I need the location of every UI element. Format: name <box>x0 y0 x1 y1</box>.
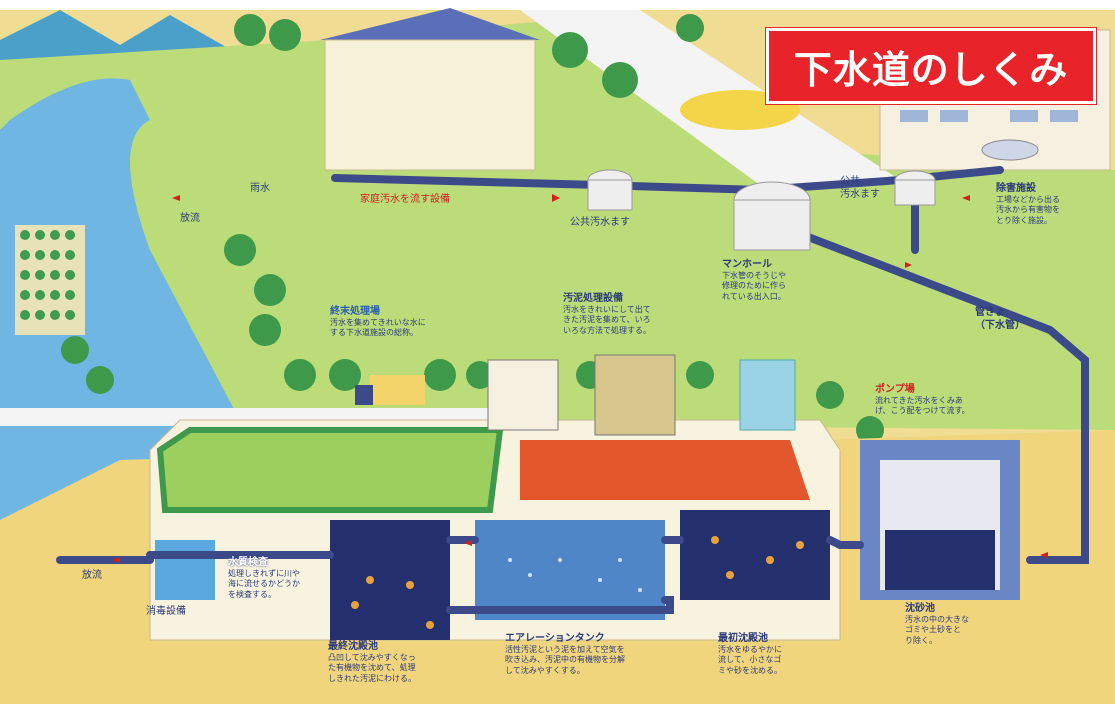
label-kankyo-2: （下水管） <box>975 320 1025 331</box>
page-title: 下水道のしくみ <box>793 47 1069 92</box>
label-saisho: 最初沈殿池 <box>718 633 768 644</box>
label-kokyo-masu-2: 公共 汚水ます <box>840 176 880 200</box>
saishu-desc-1: 凸凹して沈みやすくなっ <box>328 653 416 662</box>
trees <box>61 14 884 444</box>
pump-block: ポンプ場 流れてきた汚水をくみあ げ、こう配をつけて流す。 <box>875 383 970 417</box>
house <box>324 39 536 171</box>
aeration-block: エアレーションタンク 活性汚泥という泥を加えて空気を 吹き込み、汚泥中の有機物を… <box>505 632 625 676</box>
chinsa-block: 沈砂池 汚水の中の大きな ゴミや土砂をと り除く。 <box>905 602 969 646</box>
odei-desc-1: 汚水をきれいにして出て <box>563 305 651 314</box>
label-ame: 雨水 <box>250 183 270 194</box>
pump-desc-1: 流れてきた汚水をくみあ <box>875 396 963 405</box>
label-chinsa: 沈砂池 <box>905 603 935 614</box>
plant-building2 <box>594 354 676 436</box>
suishitsu-desc-1: 処理しきれずに川や <box>228 569 300 578</box>
saishu-desc-3: しきれた汚泥にわける。 <box>328 673 416 683</box>
saisho-desc-2: 流して、小さなゴ <box>718 655 782 665</box>
jogai-desc-3: とり除く施設。 <box>996 215 1052 225</box>
label-houryu-bottom: 放流 <box>82 570 102 581</box>
pump-desc-2: げ、こう配をつけて流す。 <box>875 406 970 416</box>
suishitsu-desc-3: を検査する。 <box>228 589 276 599</box>
suishitsu-desc-2: 海に流せるかどうか <box>228 579 300 589</box>
saisho-block: 最初沈殿池 汚水をゆるやかに 流して、小さなゴ ミや砂を沈める。 <box>718 632 782 676</box>
hedge-garden <box>156 427 504 513</box>
final-tank <box>330 520 450 640</box>
label-aeration: エアレーションタンク <box>505 633 605 644</box>
label-katei: 家庭汚水を流す設備 <box>360 194 450 205</box>
manhole-desc-2: 修理のために作ら <box>722 281 786 291</box>
aeration-desc-1: 活性汚泥という泥を加えて空気を <box>505 645 625 654</box>
saishu-desc-2: た有機物を沈めて、処理 <box>328 663 416 673</box>
jogai-desc-1: 工場などから出る <box>996 195 1060 204</box>
aeration-desc-3: して沈みやすくする。 <box>505 665 585 675</box>
shumatsu-block: 終末処理場 汚水を集めてきれいな水に する下水道施設の総称。 <box>330 305 426 339</box>
aeration-bubbles <box>508 558 642 592</box>
manhole-desc-3: れている出入口。 <box>722 291 786 301</box>
label-odei: 汚泥処理設備 <box>563 293 623 304</box>
sewer-pipes <box>56 166 1089 614</box>
jogai-block: 除害施設 工場などから出る 汚水から有害物を とり除く施設。 <box>996 182 1060 226</box>
label-shumatsu: 終末処理場 <box>330 306 380 317</box>
house-roof <box>320 8 540 40</box>
aeration-tank <box>475 520 665 620</box>
kankyo-block: 管きょ （下水管） <box>975 306 1025 332</box>
chinsa-desc-1: 汚水の中の大きな <box>905 615 969 624</box>
chinsa-desc-2: ゴミや土砂をと <box>905 625 961 635</box>
shumatsu-desc-1: 汚水を集めてきれいな水に <box>330 318 426 327</box>
odei-desc-3: いろな方法で処理する。 <box>563 325 651 335</box>
saisho-desc-3: ミや砂を沈める。 <box>718 665 782 675</box>
chinsa-desc-3: り除く。 <box>905 635 937 645</box>
tennis-court <box>520 440 810 500</box>
label-manhole: マンホール <box>722 259 772 270</box>
label-saishu: 最終沈殿池 <box>328 641 378 652</box>
suishitsu-block: 水質検査 処理しきれずに川や 海に流せるかどうか を検査する。 <box>228 556 300 600</box>
flow-arrows <box>112 194 1048 563</box>
label-shodoku: 消毒設備 <box>146 606 186 617</box>
label-kankyo: 管きょ <box>975 307 1005 318</box>
sludge <box>351 536 804 629</box>
label-pump: ポンプ場 <box>875 384 915 395</box>
truck <box>370 375 425 405</box>
odei-block: 汚泥処理設備 汚水をきれいにして出て きた汚泥を集めて、いろ いろな方法で処理す… <box>563 292 651 336</box>
label-houryu-top: 放流 <box>180 213 200 224</box>
plant-tank-tower <box>739 359 796 431</box>
manhole-desc-1: 下水管のそうじや <box>722 271 786 280</box>
label-jogai: 除害施設 <box>996 183 1036 194</box>
odei-desc-2: きた汚泥を集めて、いろ <box>563 315 651 325</box>
vegetable-field <box>15 225 85 335</box>
shumatsu-desc-2: する下水道施設の総称。 <box>330 328 418 338</box>
saisho-desc-1: 汚水をゆるやかに <box>718 645 782 654</box>
first-tank <box>680 510 830 600</box>
disinfection-tank <box>155 540 215 600</box>
saishu-block: 最終沈殿池 凸凹して沈みやすくなっ た有機物を沈めて、処理 しきれた汚泥にわける… <box>328 640 416 684</box>
label-suishitsu: 水質検査 <box>228 557 268 568</box>
manhole-block: マンホール 下水管のそうじや 修理のために作ら れている出入口。 <box>722 258 786 302</box>
river <box>0 78 245 445</box>
plant-building1 <box>487 359 559 431</box>
jogai-facility <box>981 139 1039 161</box>
title-banner: 下水道のしくみ <box>766 28 1096 104</box>
label-kokyo-masu: 公共汚水ます <box>570 217 630 228</box>
aeration-desc-2: 吹き込み、汚泥中の有機物を分解 <box>505 655 625 665</box>
jogai-desc-2: 汚水から有害物を <box>996 205 1060 215</box>
